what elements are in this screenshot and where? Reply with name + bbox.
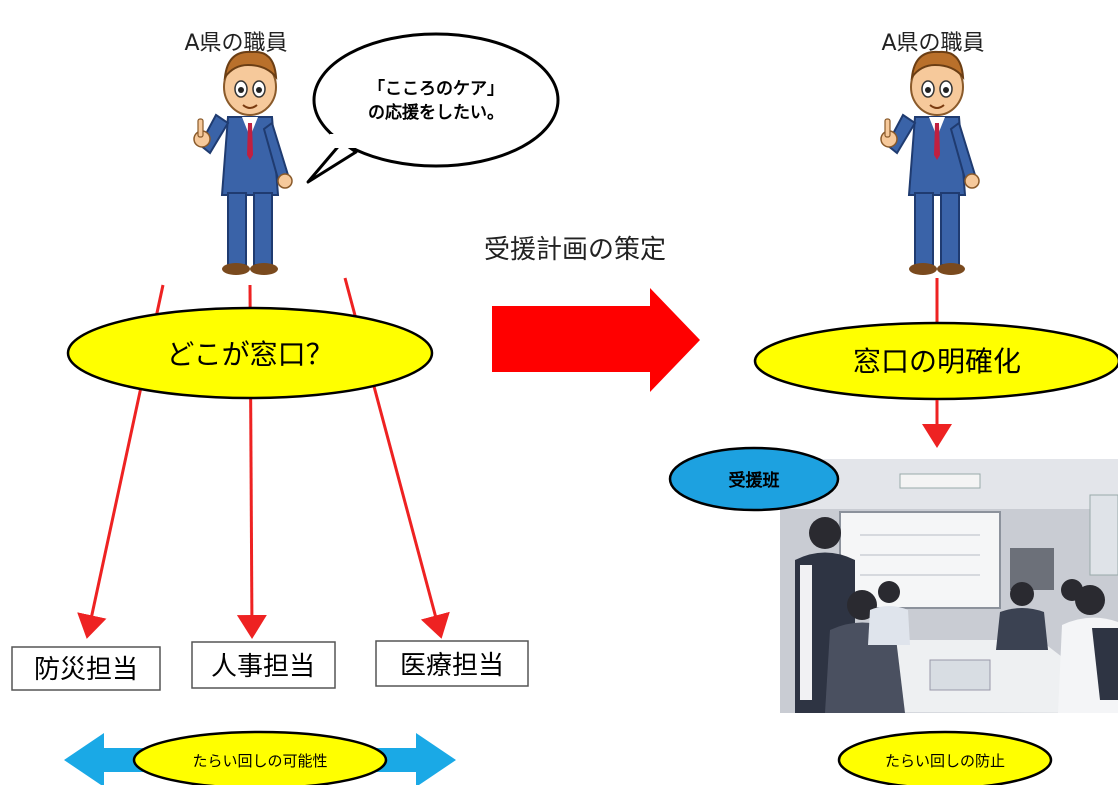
target-bousai: 防災担当 bbox=[11, 646, 161, 691]
target-iryou: 医療担当 bbox=[375, 640, 529, 687]
target-jinji-label: 人事担当 bbox=[211, 652, 315, 682]
target-bousai-label: 防災担当 bbox=[34, 655, 138, 685]
left-person-icon bbox=[193, 50, 293, 276]
plan-label: 受援計画の策定 bbox=[484, 235, 666, 265]
left-bottom-note: たらい回しの可能性 bbox=[192, 752, 327, 770]
speech-bubble: 「こころのケア」 の応援をしたい。 bbox=[306, 32, 560, 184]
speech-line-1: 「こころのケア」 bbox=[368, 78, 504, 99]
double-arrow: たらい回しの可能性 bbox=[64, 730, 456, 785]
big-red-arrow bbox=[492, 288, 700, 392]
target-jinji: 人事担当 bbox=[191, 641, 336, 689]
question-ellipse: どこが窓口？ bbox=[66, 306, 434, 400]
prevention-ellipse: たらい回しの防止 bbox=[837, 730, 1053, 785]
clarify-ellipse: 窓口の明確化 bbox=[753, 321, 1118, 401]
clarify-text: 窓口の明確化 bbox=[853, 345, 1021, 378]
speech-line-2: の応援をしたい。 bbox=[368, 102, 504, 123]
team-badge: 受援班 bbox=[668, 446, 840, 512]
question-text: どこが窓口？ bbox=[166, 338, 333, 371]
left-person-label: A県の職員 bbox=[184, 31, 287, 56]
right-bottom-note: たらい回しの防止 bbox=[885, 752, 1005, 770]
meeting-photo bbox=[780, 459, 1118, 713]
target-iryou-label: 医療担当 bbox=[400, 651, 504, 681]
right-person-icon bbox=[880, 50, 980, 276]
team-badge-label: 受援班 bbox=[729, 470, 780, 491]
